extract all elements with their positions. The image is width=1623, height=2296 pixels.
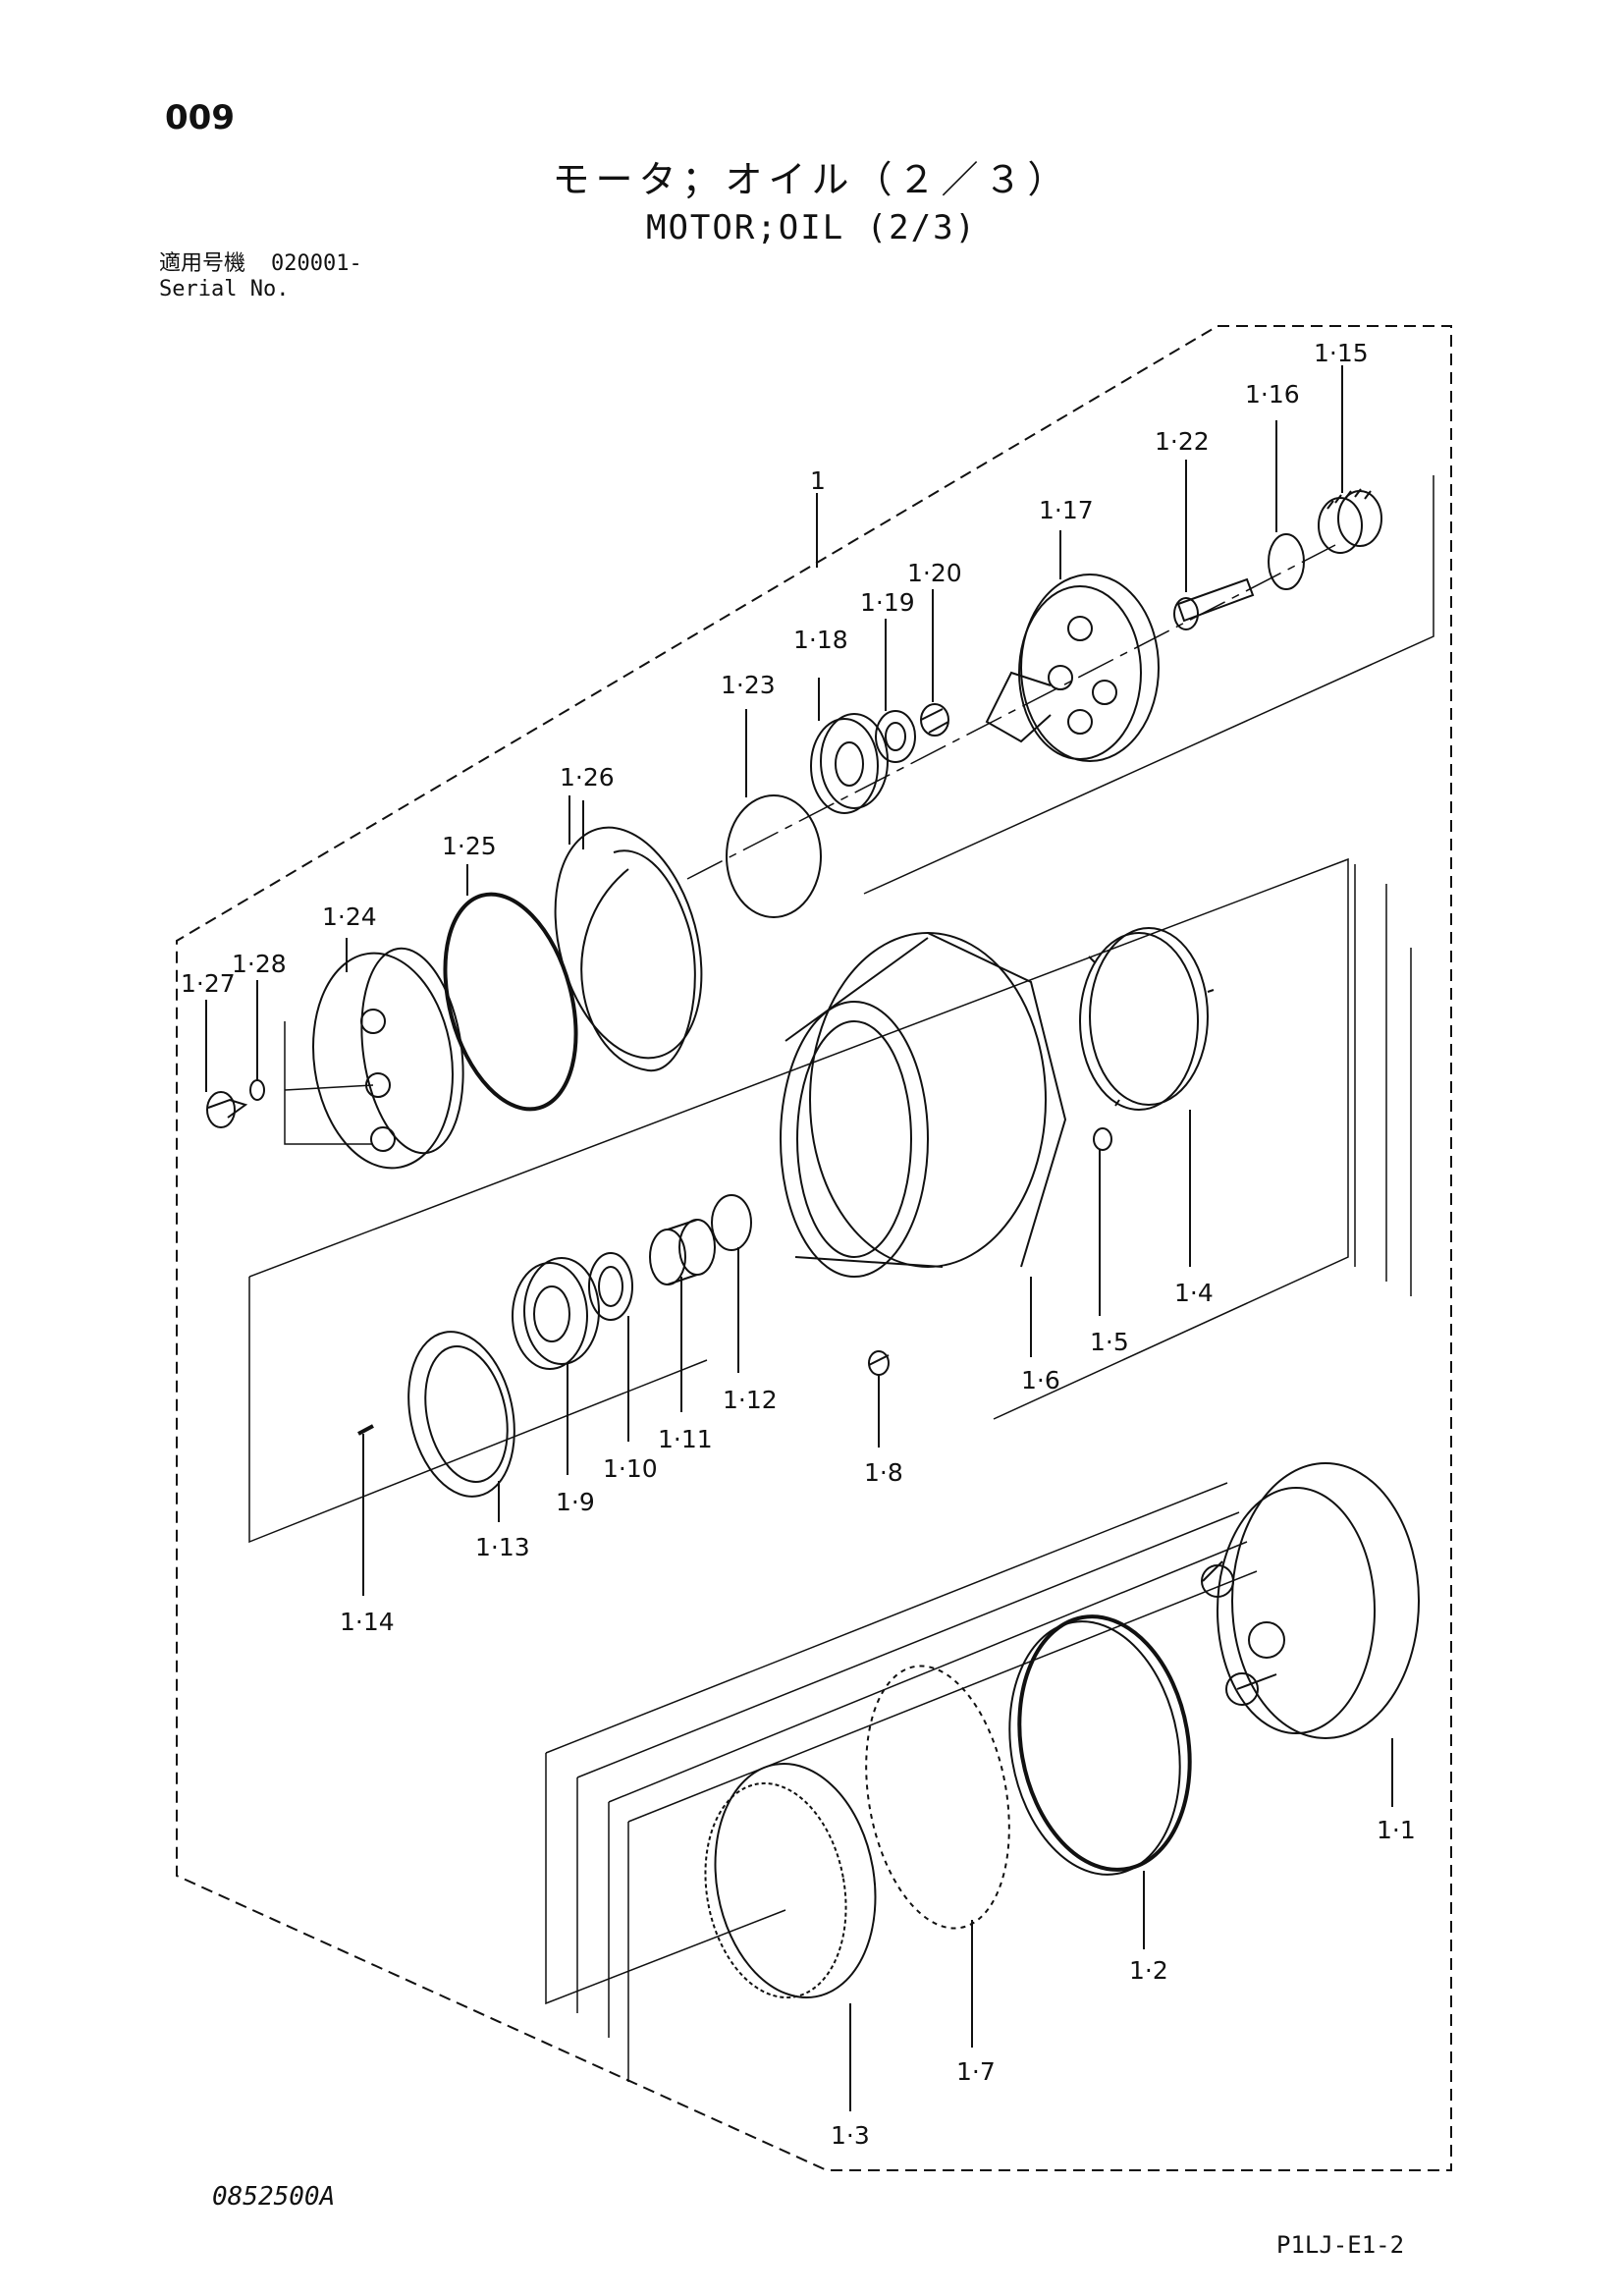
part-1-5-nut bbox=[1093, 1127, 1112, 1151]
part-1-25-oring bbox=[443, 892, 578, 1112]
part-1-12-ring bbox=[711, 1194, 752, 1251]
label-1-20: 1·20 bbox=[907, 559, 962, 587]
part-labels: 1 1·15 1·16 1·22 1·17 1·20 1·19 1·18 1·2… bbox=[181, 339, 1416, 2150]
label-1-1: 1·1 bbox=[1377, 1816, 1416, 1844]
title-english: MOTOR;OIL (2/3) bbox=[645, 208, 978, 247]
part-1-17-carrier bbox=[985, 574, 1160, 762]
part-1-26-ring bbox=[580, 849, 696, 1072]
label-1-12: 1·12 bbox=[723, 1386, 778, 1414]
part-1-23-plate bbox=[726, 794, 822, 918]
label-1-22: 1·22 bbox=[1155, 427, 1210, 456]
serial-value: 020001- bbox=[271, 251, 362, 276]
label-1-26: 1·26 bbox=[560, 763, 615, 792]
part-1-18-gear bbox=[810, 713, 889, 814]
page-number: 009 bbox=[165, 98, 235, 137]
label-1-3: 1·3 bbox=[831, 2121, 870, 2150]
label-1-5: 1·5 bbox=[1090, 1328, 1129, 1356]
part-1-19-bearing bbox=[875, 710, 916, 763]
label-1-23: 1·23 bbox=[721, 671, 776, 699]
label-1-11: 1·11 bbox=[658, 1425, 713, 1453]
label-1-27: 1·27 bbox=[181, 969, 236, 998]
part-1-7-balls bbox=[865, 1665, 1010, 1930]
part-1-8-plug bbox=[868, 1350, 890, 1376]
part-1-3-bearing bbox=[704, 1763, 877, 1999]
part-1-6-housing bbox=[780, 932, 1067, 1278]
part-1-9-gear bbox=[512, 1257, 600, 1370]
label-1-8: 1·8 bbox=[864, 1458, 903, 1487]
title-japanese: モータ；オイル（２／３） bbox=[552, 158, 1071, 201]
part-1-16-ring bbox=[1268, 533, 1305, 590]
figure-code: P1LJ-E1-2 bbox=[1276, 2231, 1405, 2259]
part-1-11-bushing bbox=[649, 1219, 716, 1285]
label-1-19: 1·19 bbox=[860, 588, 915, 617]
label-1-18: 1·18 bbox=[793, 626, 848, 654]
label-1-7: 1·7 bbox=[956, 2057, 996, 2086]
part-1-4-ringnut bbox=[1079, 927, 1215, 1111]
part-1-14-screw bbox=[357, 1424, 374, 1436]
label-1: 1 bbox=[810, 466, 826, 495]
part-1-13-plate bbox=[407, 1331, 515, 1498]
part-1-27-plug bbox=[206, 1091, 248, 1128]
label-1-4: 1·4 bbox=[1174, 1279, 1214, 1307]
label-1-16: 1·16 bbox=[1245, 380, 1300, 409]
part-1-24-cover bbox=[312, 947, 464, 1170]
label-1-2: 1·2 bbox=[1129, 1956, 1168, 1985]
part-1-2-race bbox=[1008, 1614, 1192, 1876]
label-1-10: 1·10 bbox=[603, 1454, 658, 1483]
label-1-15: 1·15 bbox=[1314, 339, 1369, 367]
document-code: 0852500A bbox=[212, 2182, 336, 2212]
serial-block: 適用号機 020001- Serial No. bbox=[159, 251, 362, 302]
serial-label-jp: 適用号機 bbox=[159, 251, 246, 276]
part-1-15-gear bbox=[1318, 488, 1382, 554]
assembly-boundary bbox=[176, 325, 1452, 2171]
part-1-1-motor bbox=[1201, 1462, 1420, 1739]
label-1-13: 1·13 bbox=[475, 1533, 530, 1561]
label-1-28: 1·28 bbox=[232, 950, 287, 978]
part-1-20-pin bbox=[920, 703, 949, 737]
label-1-25: 1·25 bbox=[442, 832, 497, 860]
serial-label-en: Serial No. bbox=[159, 277, 290, 301]
part-1-22-shaft bbox=[1173, 577, 1255, 630]
label-1-6: 1·6 bbox=[1021, 1366, 1060, 1394]
label-1-9: 1·9 bbox=[556, 1488, 595, 1516]
label-1-24: 1·24 bbox=[322, 902, 377, 931]
label-1-14: 1·14 bbox=[340, 1608, 395, 1636]
label-1-17: 1·17 bbox=[1039, 496, 1094, 524]
part-1-10-bearing bbox=[588, 1252, 633, 1321]
part-1-28-seal bbox=[249, 1079, 265, 1101]
